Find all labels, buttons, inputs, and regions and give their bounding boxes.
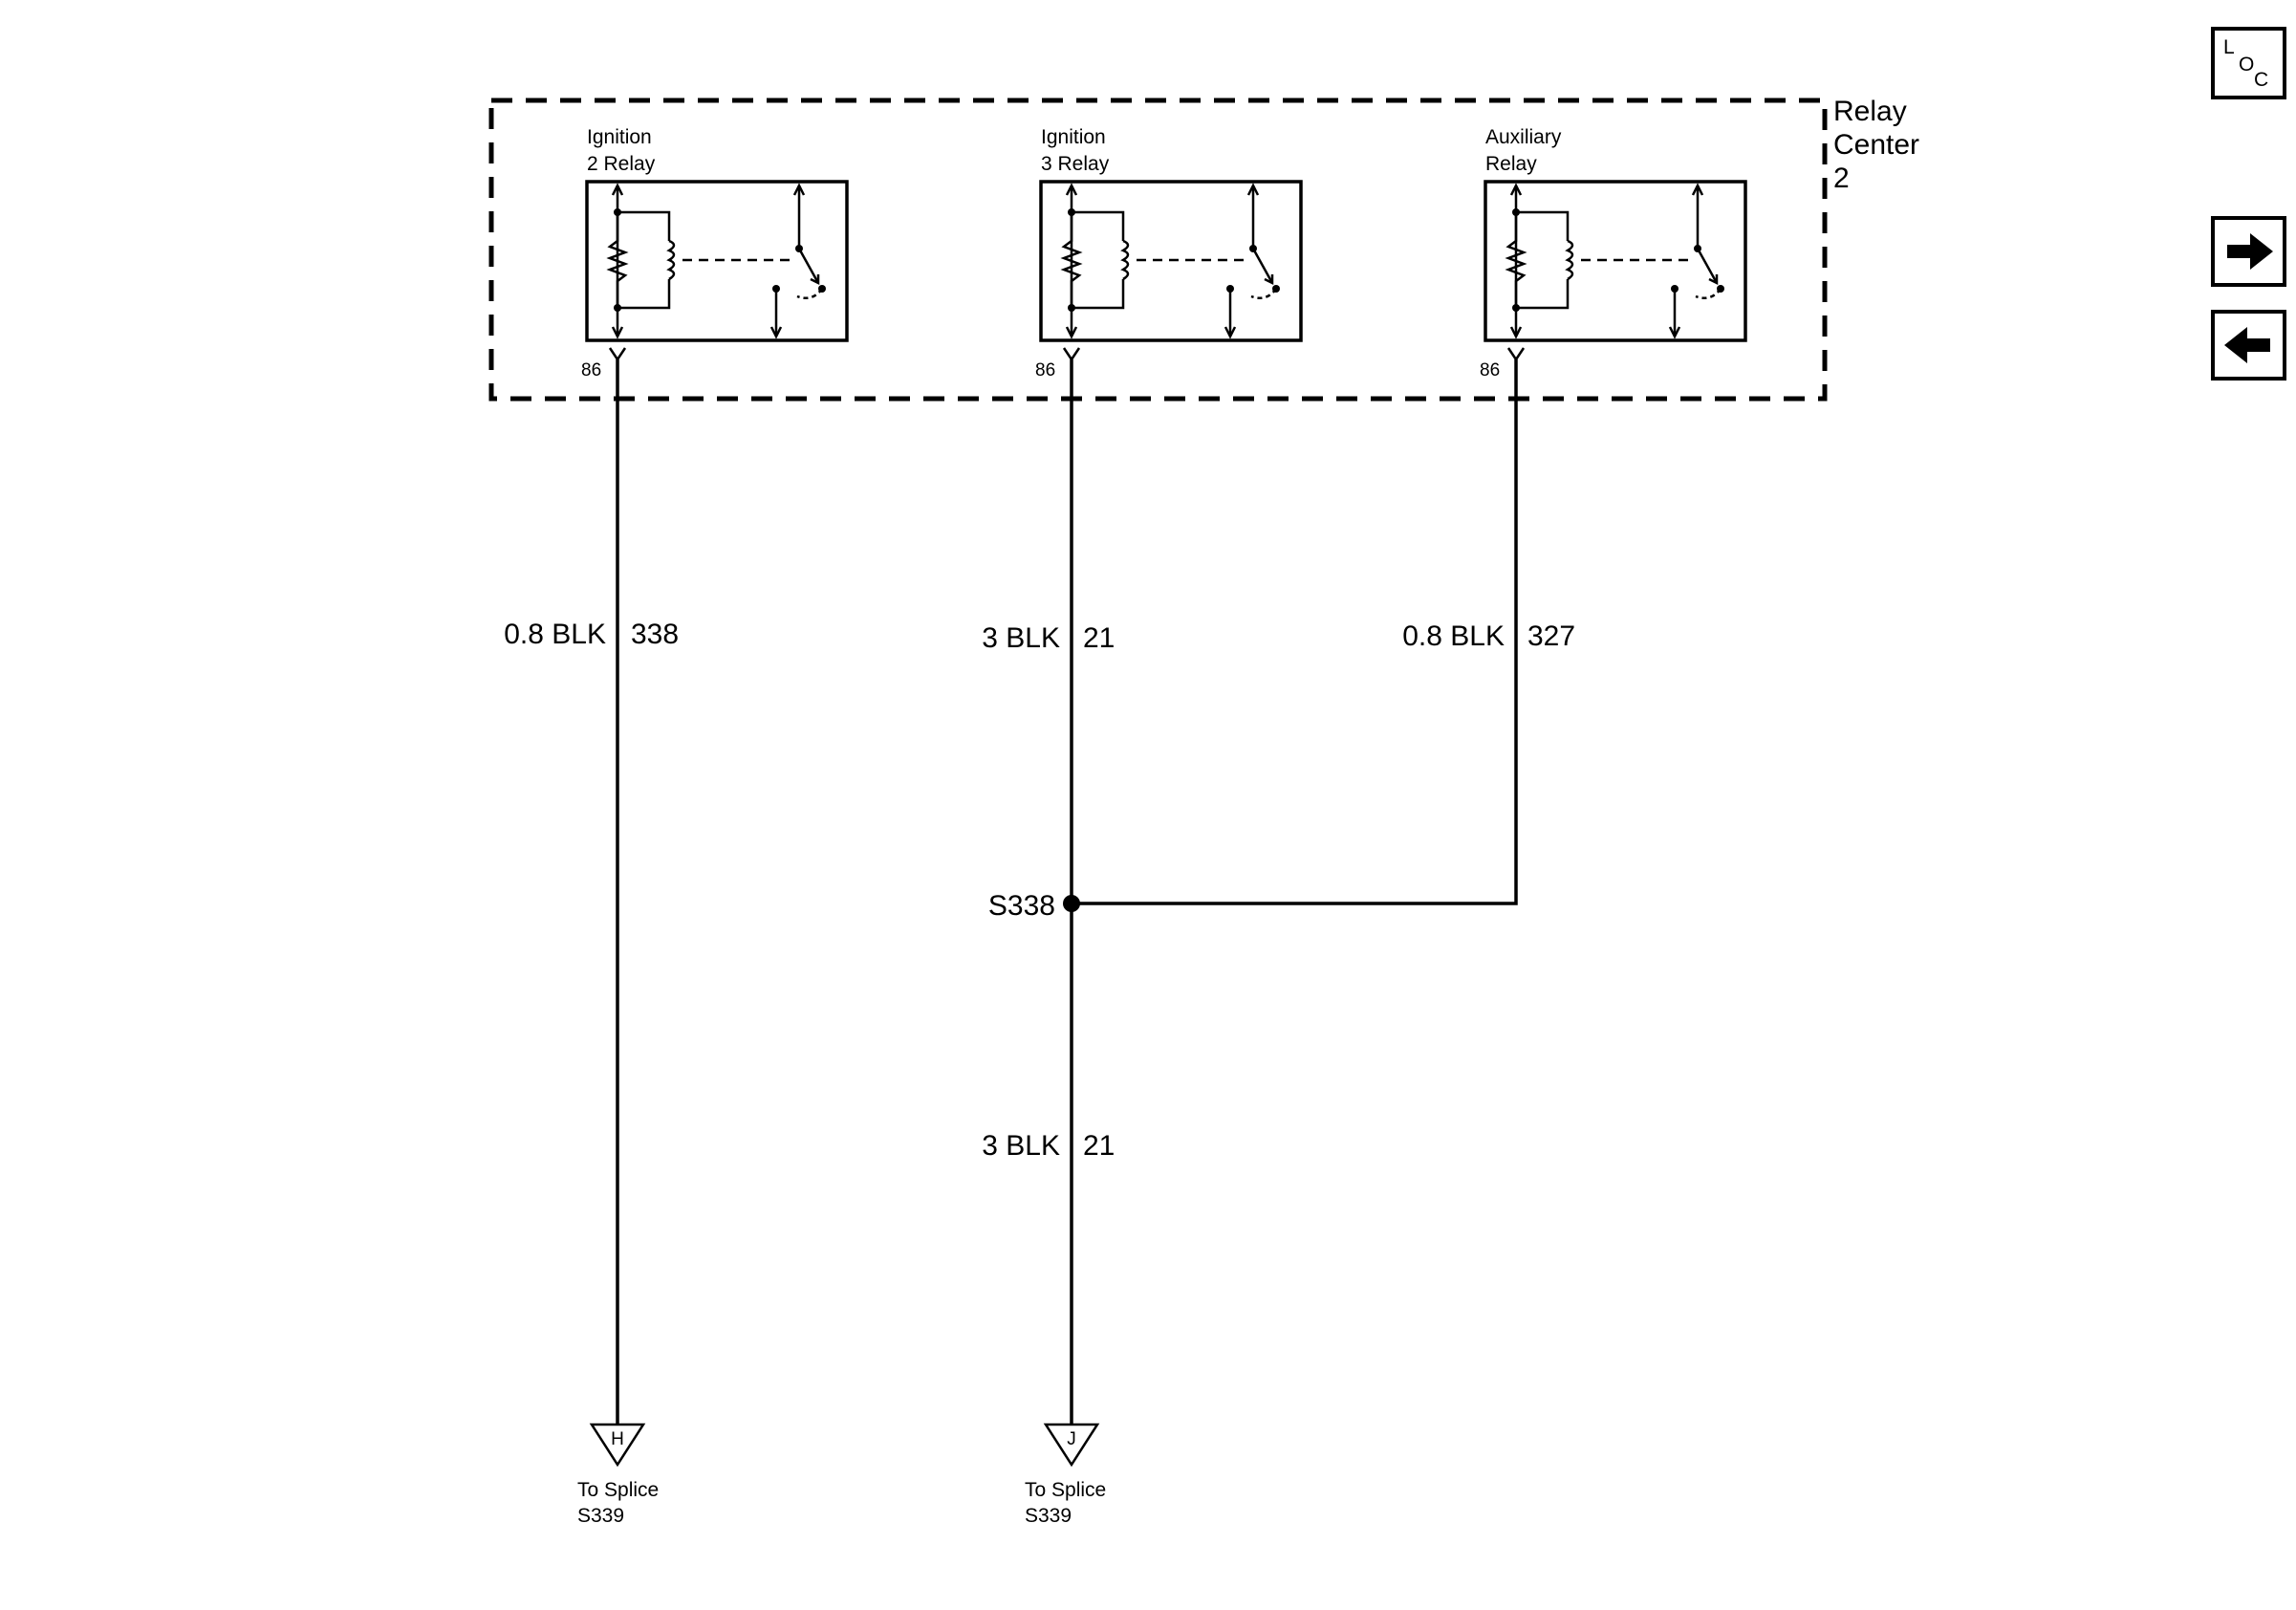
relay-auxiliary: Auxiliary Relay 86 xyxy=(1480,126,1747,381)
relay-pin: 86 xyxy=(1035,360,1055,381)
wire-spec-21-lower: 3 BLK xyxy=(982,1130,1060,1162)
connector-h: H To Splice S339 xyxy=(577,1423,659,1527)
relay-ignition-3: Ignition 3 Relay 86 xyxy=(1035,126,1303,381)
relay-name-1: Auxiliary xyxy=(1485,126,1562,148)
relay-name-1: Ignition xyxy=(1041,126,1106,148)
relay-pin: 86 xyxy=(1480,360,1500,381)
wire-327 xyxy=(1072,359,1518,905)
wire-circuit-21-upper: 21 xyxy=(1083,622,1115,654)
relay-name-2: 3 Relay xyxy=(1041,153,1110,175)
connector-letter: J xyxy=(1067,1429,1076,1449)
connector-line-2: S339 xyxy=(1025,1505,1072,1527)
wire-circuit-338: 338 xyxy=(631,619,679,650)
arrow-right-icon xyxy=(2227,233,2273,270)
loc-letter-c: C xyxy=(2254,69,2268,91)
loc-letter-l: L xyxy=(2223,36,2235,58)
relay-ignition-2: Ignition 2 Relay 86 xyxy=(581,126,849,381)
connector-line-1: To Splice xyxy=(577,1479,659,1501)
relay-center-label-1: Relay xyxy=(1833,96,1907,127)
wire-circuit-21-lower: 21 xyxy=(1083,1130,1115,1162)
location-button[interactable]: L O C xyxy=(2211,27,2286,99)
wire-spec-338: 0.8 BLK xyxy=(504,619,606,650)
relay-name-1: Ignition xyxy=(587,126,652,148)
relay-pin: 86 xyxy=(581,360,601,381)
relay-name-2: Relay xyxy=(1485,153,1537,175)
forward-button[interactable] xyxy=(2211,216,2286,287)
relay-center-label-3: 2 xyxy=(1833,163,1850,194)
wire-spec-21-upper: 3 BLK xyxy=(982,622,1060,654)
wire-circuit-327: 327 xyxy=(1527,620,1575,652)
connector-line-1: To Splice xyxy=(1025,1479,1106,1501)
arrow-left-icon xyxy=(2224,327,2270,363)
splice-dot xyxy=(1063,895,1080,912)
wire-spec-327: 0.8 BLK xyxy=(1402,620,1505,652)
relay-center-outline xyxy=(488,98,1828,402)
relay-center-label-2: Center xyxy=(1833,129,1919,161)
splice-label: S338 xyxy=(988,890,1055,922)
relay-name-2: 2 Relay xyxy=(587,153,656,175)
back-button[interactable] xyxy=(2211,310,2286,381)
loc-letter-o: O xyxy=(2239,54,2254,76)
connector-letter: H xyxy=(611,1429,624,1449)
connector-line-2: S339 xyxy=(577,1505,624,1527)
connector-j: J To Splice S339 xyxy=(1025,1423,1106,1527)
